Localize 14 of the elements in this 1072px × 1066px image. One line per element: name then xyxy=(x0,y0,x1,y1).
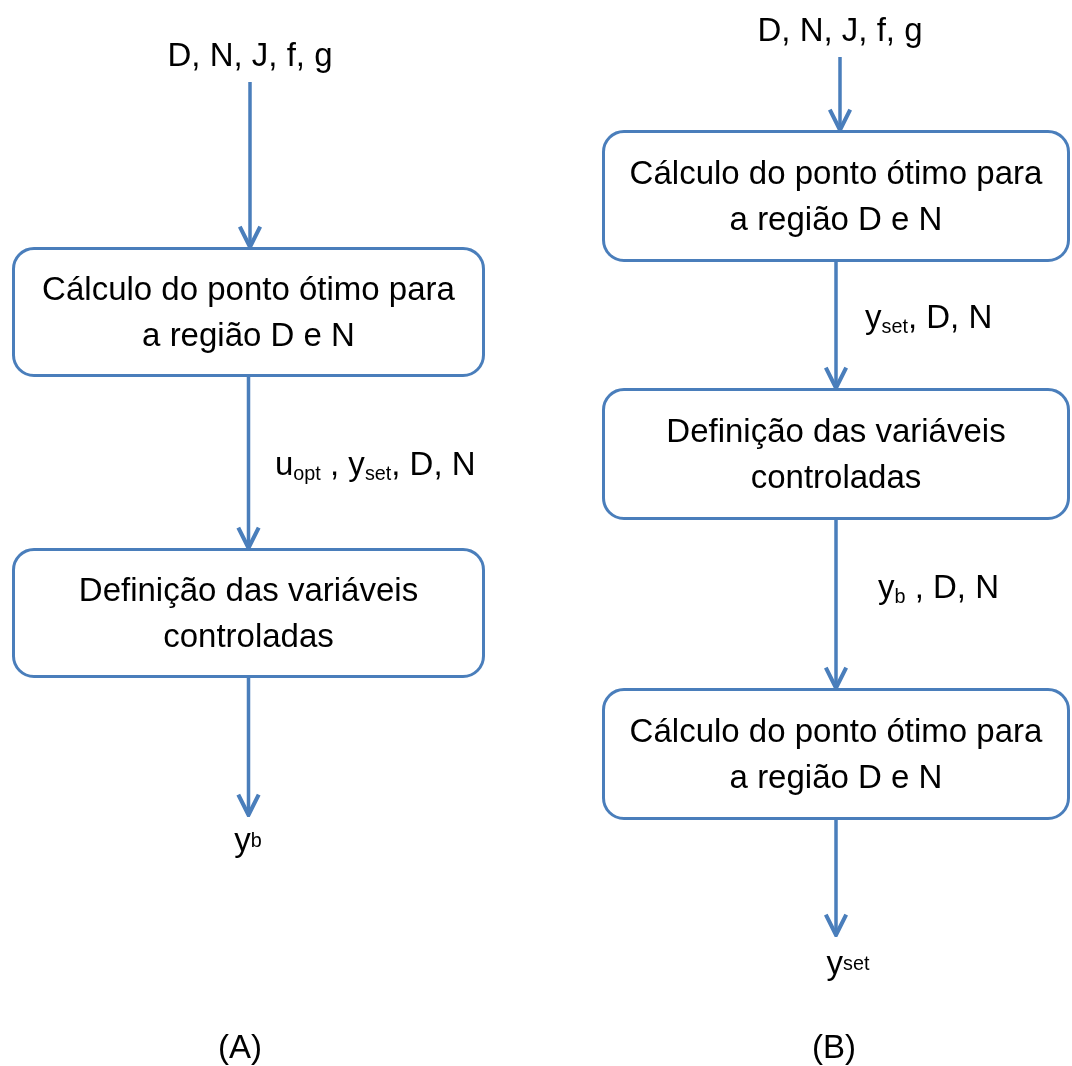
process-box xyxy=(602,388,1070,520)
box-text: Cálculo do ponto ótimo para a região D e N xyxy=(41,269,456,355)
box-text: Cálculo do ponto ótimo para a região D e N xyxy=(628,711,1044,797)
arrow xyxy=(236,678,261,818)
box-text: Definição das variáveis controladas xyxy=(665,411,1007,497)
variable-label: D, N, J, f, g xyxy=(140,30,360,80)
process-box xyxy=(12,247,485,377)
process-box xyxy=(602,688,1070,820)
box-text: Definição das variáveis controladas xyxy=(77,570,420,656)
arrow xyxy=(823,820,849,938)
process-box xyxy=(602,130,1070,262)
variable-label: D, N, J, f, g xyxy=(730,5,950,55)
box-text: Cálculo do ponto ótimo para a região D e N xyxy=(628,153,1044,239)
process-box xyxy=(12,548,485,678)
